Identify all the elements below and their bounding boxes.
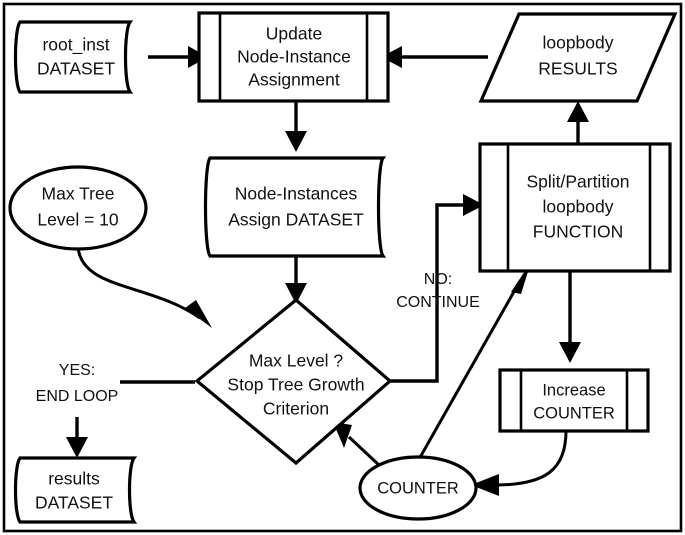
split-partition-label-line3: FUNCTION — [533, 222, 623, 242]
update-assignment-label-line2: Node-Instance — [237, 47, 351, 67]
node-update-assignment[interactable]: Update Node-Instance Assignment — [197, 11, 390, 103]
max-tree-level-label-line1: Max Tree — [42, 184, 115, 204]
node-split-partition-function[interactable]: Split/Partition loopbody FUNCTION — [478, 142, 672, 273]
edge-split-to-results — [567, 101, 589, 144]
node-results-dataset[interactable]: results DATASET — [13, 456, 138, 524]
edge-results-to-update — [381, 46, 488, 68]
max-tree-level-label-line2: Level = 10 — [37, 210, 119, 230]
node-decision-max-level[interactable]: Max Level ? Stop Tree Growth Criterion — [194, 297, 393, 466]
root-inst-label-line1: root_inst — [42, 35, 109, 56]
node-loopbody-results[interactable]: loopbody RESULTS — [478, 12, 678, 103]
edge-yesendloop-to-results — [66, 417, 88, 458]
node-increase-counter[interactable]: Increase COUNTER — [498, 368, 650, 433]
node-instances-label-line1: Node-Instances — [235, 184, 358, 204]
edge-update-to-nodeinstances — [285, 101, 307, 152]
no-continue-line1: NO: — [424, 271, 452, 288]
edge-maxtreelevel-to-decision — [76, 246, 212, 328]
results-dataset-label-line2: DATASET — [35, 493, 113, 513]
increase-counter-label-line2: COUNTER — [533, 404, 615, 422]
split-partition-label-line2: loopbody — [542, 197, 613, 217]
decision-label-line3: Criterion — [263, 399, 329, 419]
counter-label: COUNTER — [377, 479, 459, 497]
update-assignment-label-line1: Update — [266, 24, 322, 44]
root-inst-label-line2: DATASET — [37, 59, 115, 79]
node-counter[interactable]: COUNTER — [358, 455, 478, 521]
no-continue-line2: CONTINUE — [396, 294, 480, 311]
loopbody-results-label-line2: RESULTS — [538, 59, 617, 79]
split-partition-label-line1: Split/Partition — [526, 172, 629, 192]
increase-counter-label-line1: Increase — [542, 381, 605, 399]
decision-label-line1: Max Level ? — [249, 351, 344, 371]
edge-nodeinstances-to-decision — [285, 256, 307, 304]
edge-label-yes-endloop: YES: END LOOP — [36, 362, 119, 405]
update-assignment-label-line3: Assignment — [248, 70, 340, 90]
node-node-instances-dataset[interactable]: Node-Instances Assign DATASET — [203, 156, 387, 258]
loopbody-results-label-line1: loopbody — [542, 33, 613, 53]
edge-label-no-continue: NO: CONTINUE — [396, 271, 480, 311]
decision-label-line2: Stop Tree Growth — [227, 375, 364, 395]
node-root-inst-dataset[interactable]: root_inst DATASET — [13, 20, 134, 94]
node-max-tree-level[interactable]: Max Tree Level = 10 — [8, 165, 148, 251]
results-dataset-label-line1: results — [48, 469, 100, 489]
yes-endloop-line2: END LOOP — [36, 388, 119, 405]
edge-decision-no-continue — [390, 194, 484, 383]
edge-increasecounter-to-counter — [471, 430, 568, 496]
edge-split-to-increasecounter — [559, 271, 581, 363]
yes-endloop-line1: YES: — [59, 362, 95, 379]
node-instances-label-line2: Assign DATASET — [228, 210, 364, 230]
